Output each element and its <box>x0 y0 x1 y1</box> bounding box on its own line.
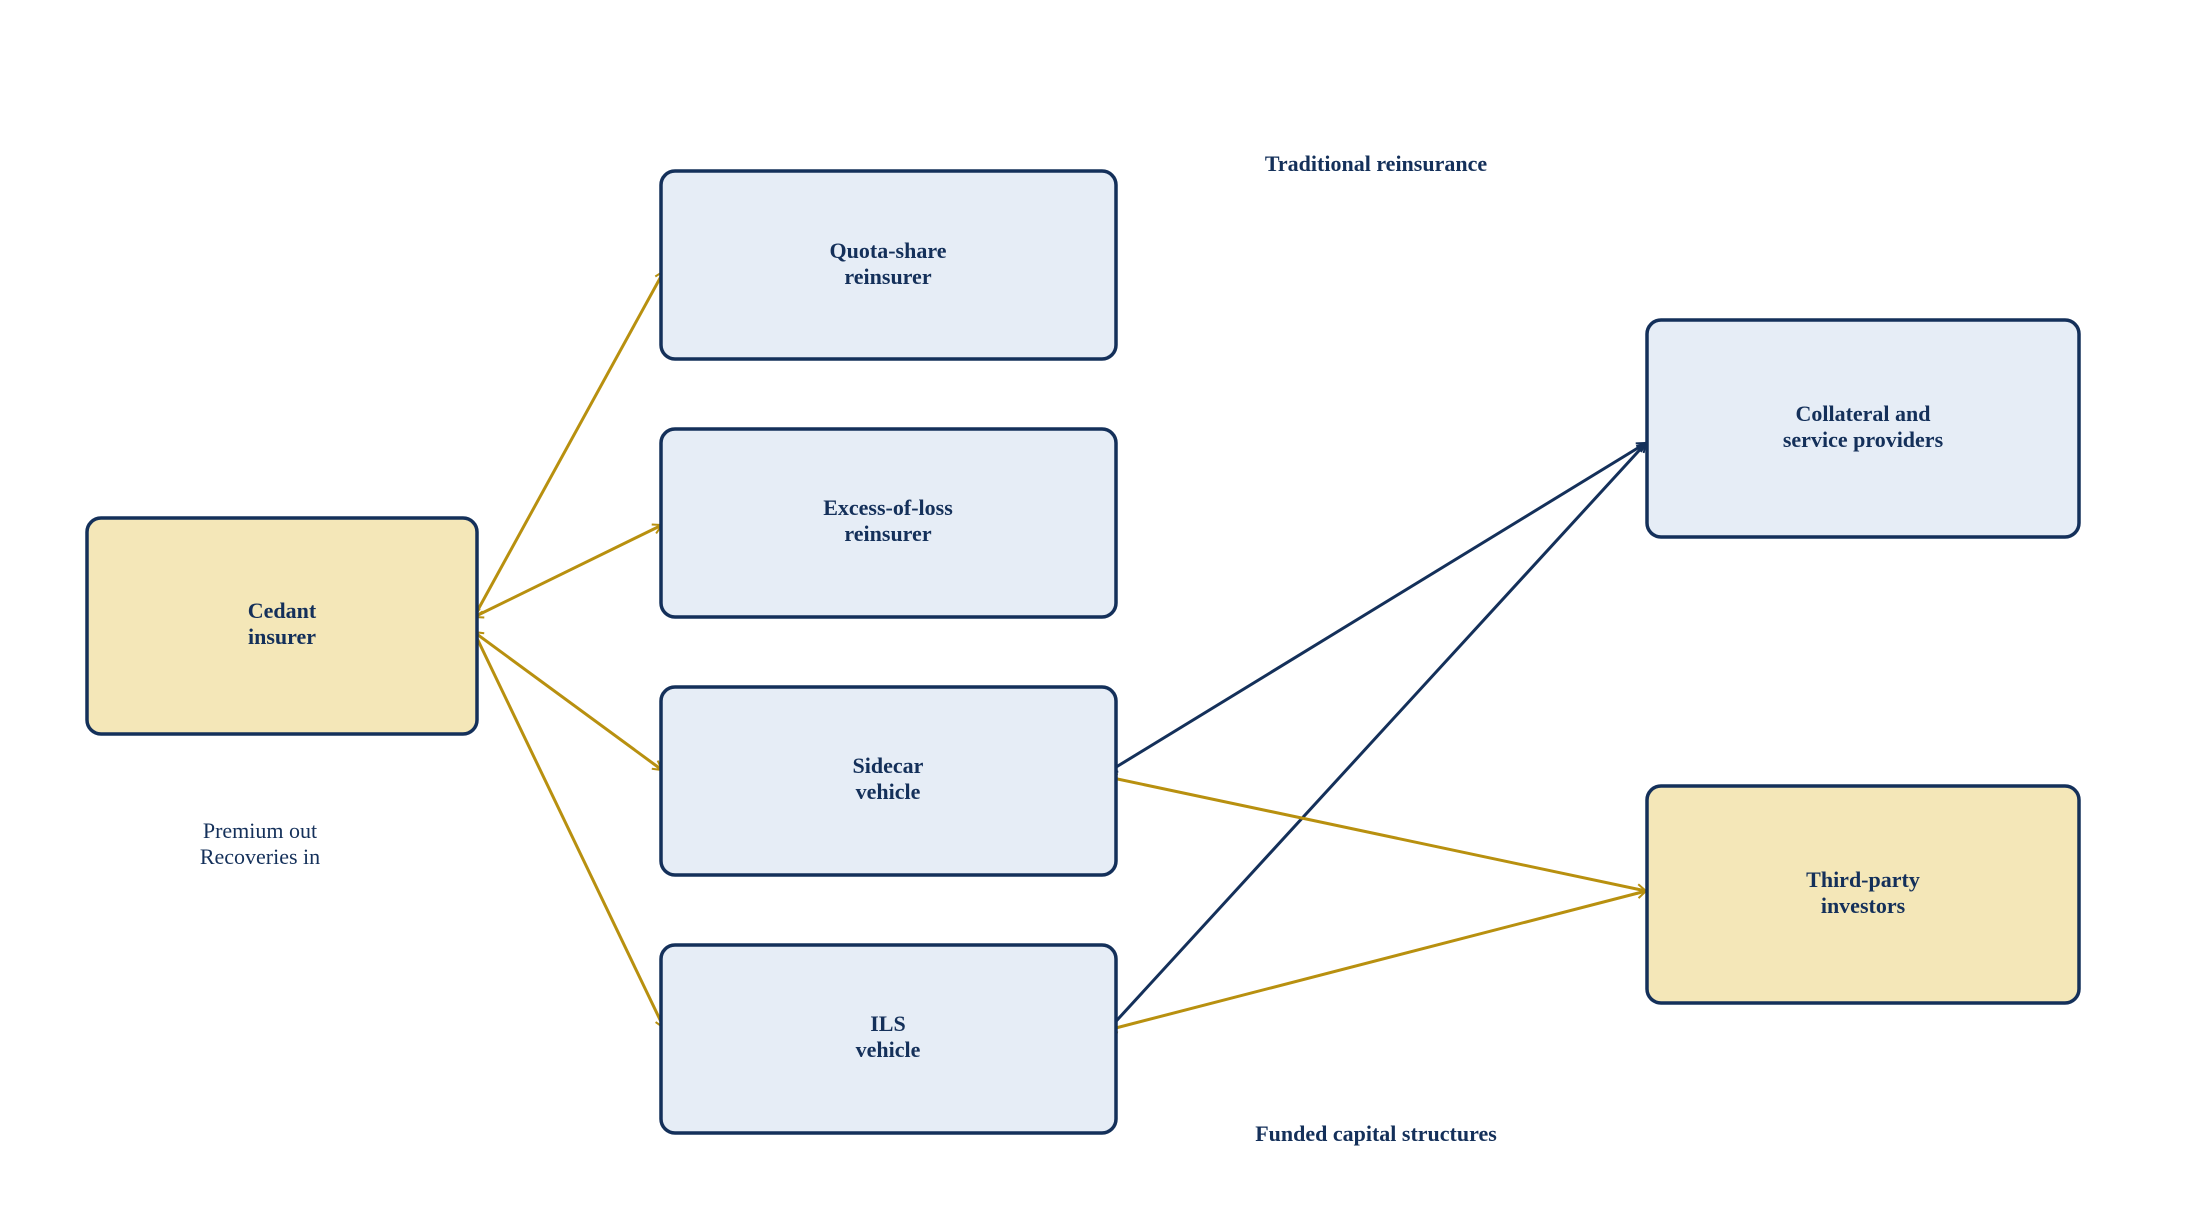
node-label-line1: Collateral and <box>1795 401 1930 426</box>
node-box <box>1645 784 2081 1005</box>
node-label-line2: vehicle <box>856 779 921 804</box>
node-label-line1: Excess-of-loss <box>823 495 953 520</box>
node-ils-vehicle: ILS vehicle <box>659 943 1118 1135</box>
node-box <box>659 943 1118 1135</box>
node-label-line2: reinsurer <box>844 264 931 289</box>
edge-ils-investors <box>1108 891 1646 1030</box>
node-cedant-insurer: Cedant insurer <box>85 516 479 736</box>
edge-sidecar-collateral <box>1108 441 1646 774</box>
node-label-line2: service providers <box>1783 427 1944 452</box>
node-label-line1: Sidecar <box>853 753 924 778</box>
node-label-line2: insurer <box>248 624 316 649</box>
node-collateral-service-providers: Collateral and service providers <box>1645 318 2081 539</box>
edge-cedant-ils <box>474 632 664 1028</box>
edge-cedant-excess-of-loss <box>474 525 662 617</box>
edges-layer <box>474 271 1646 1030</box>
node-box <box>659 427 1118 619</box>
node-label-line2: investors <box>1821 893 1906 918</box>
group-label-funded-capital-structures: Funded capital structures <box>1255 1121 1497 1146</box>
node-label-line1: Cedant <box>248 598 317 623</box>
node-label-line2: vehicle <box>856 1037 921 1062</box>
node-box <box>85 516 479 736</box>
node-sidecar-vehicle: Sidecar vehicle <box>659 685 1118 877</box>
node-quota-share-reinsurer: Quota-share reinsurer <box>659 169 1118 361</box>
edge-cedant-quota-share <box>472 271 666 617</box>
group-label-traditional-reinsurance: Traditional reinsurance <box>1265 151 1487 176</box>
node-third-party-investors: Third-party investors <box>1645 784 2081 1005</box>
premium-recoveries-note: Premium out Recoveries in <box>200 818 320 869</box>
edge-ils-collateral <box>1108 443 1646 1030</box>
node-excess-of-loss-reinsurer: Excess-of-loss reinsurer <box>659 427 1118 619</box>
node-label-line1: Quota-share <box>830 238 947 263</box>
edge-sidecar-investors <box>1108 777 1646 891</box>
node-box <box>659 169 1118 361</box>
node-box <box>659 685 1118 877</box>
node-label-line2: reinsurer <box>844 521 931 546</box>
note-line1: Premium out <box>203 818 317 843</box>
note-line2: Recoveries in <box>200 844 320 869</box>
node-label-line1: Third-party <box>1806 867 1920 892</box>
node-box <box>1645 318 2081 539</box>
node-label-line1: ILS <box>870 1011 905 1036</box>
edge-cedant-sidecar <box>474 632 662 770</box>
